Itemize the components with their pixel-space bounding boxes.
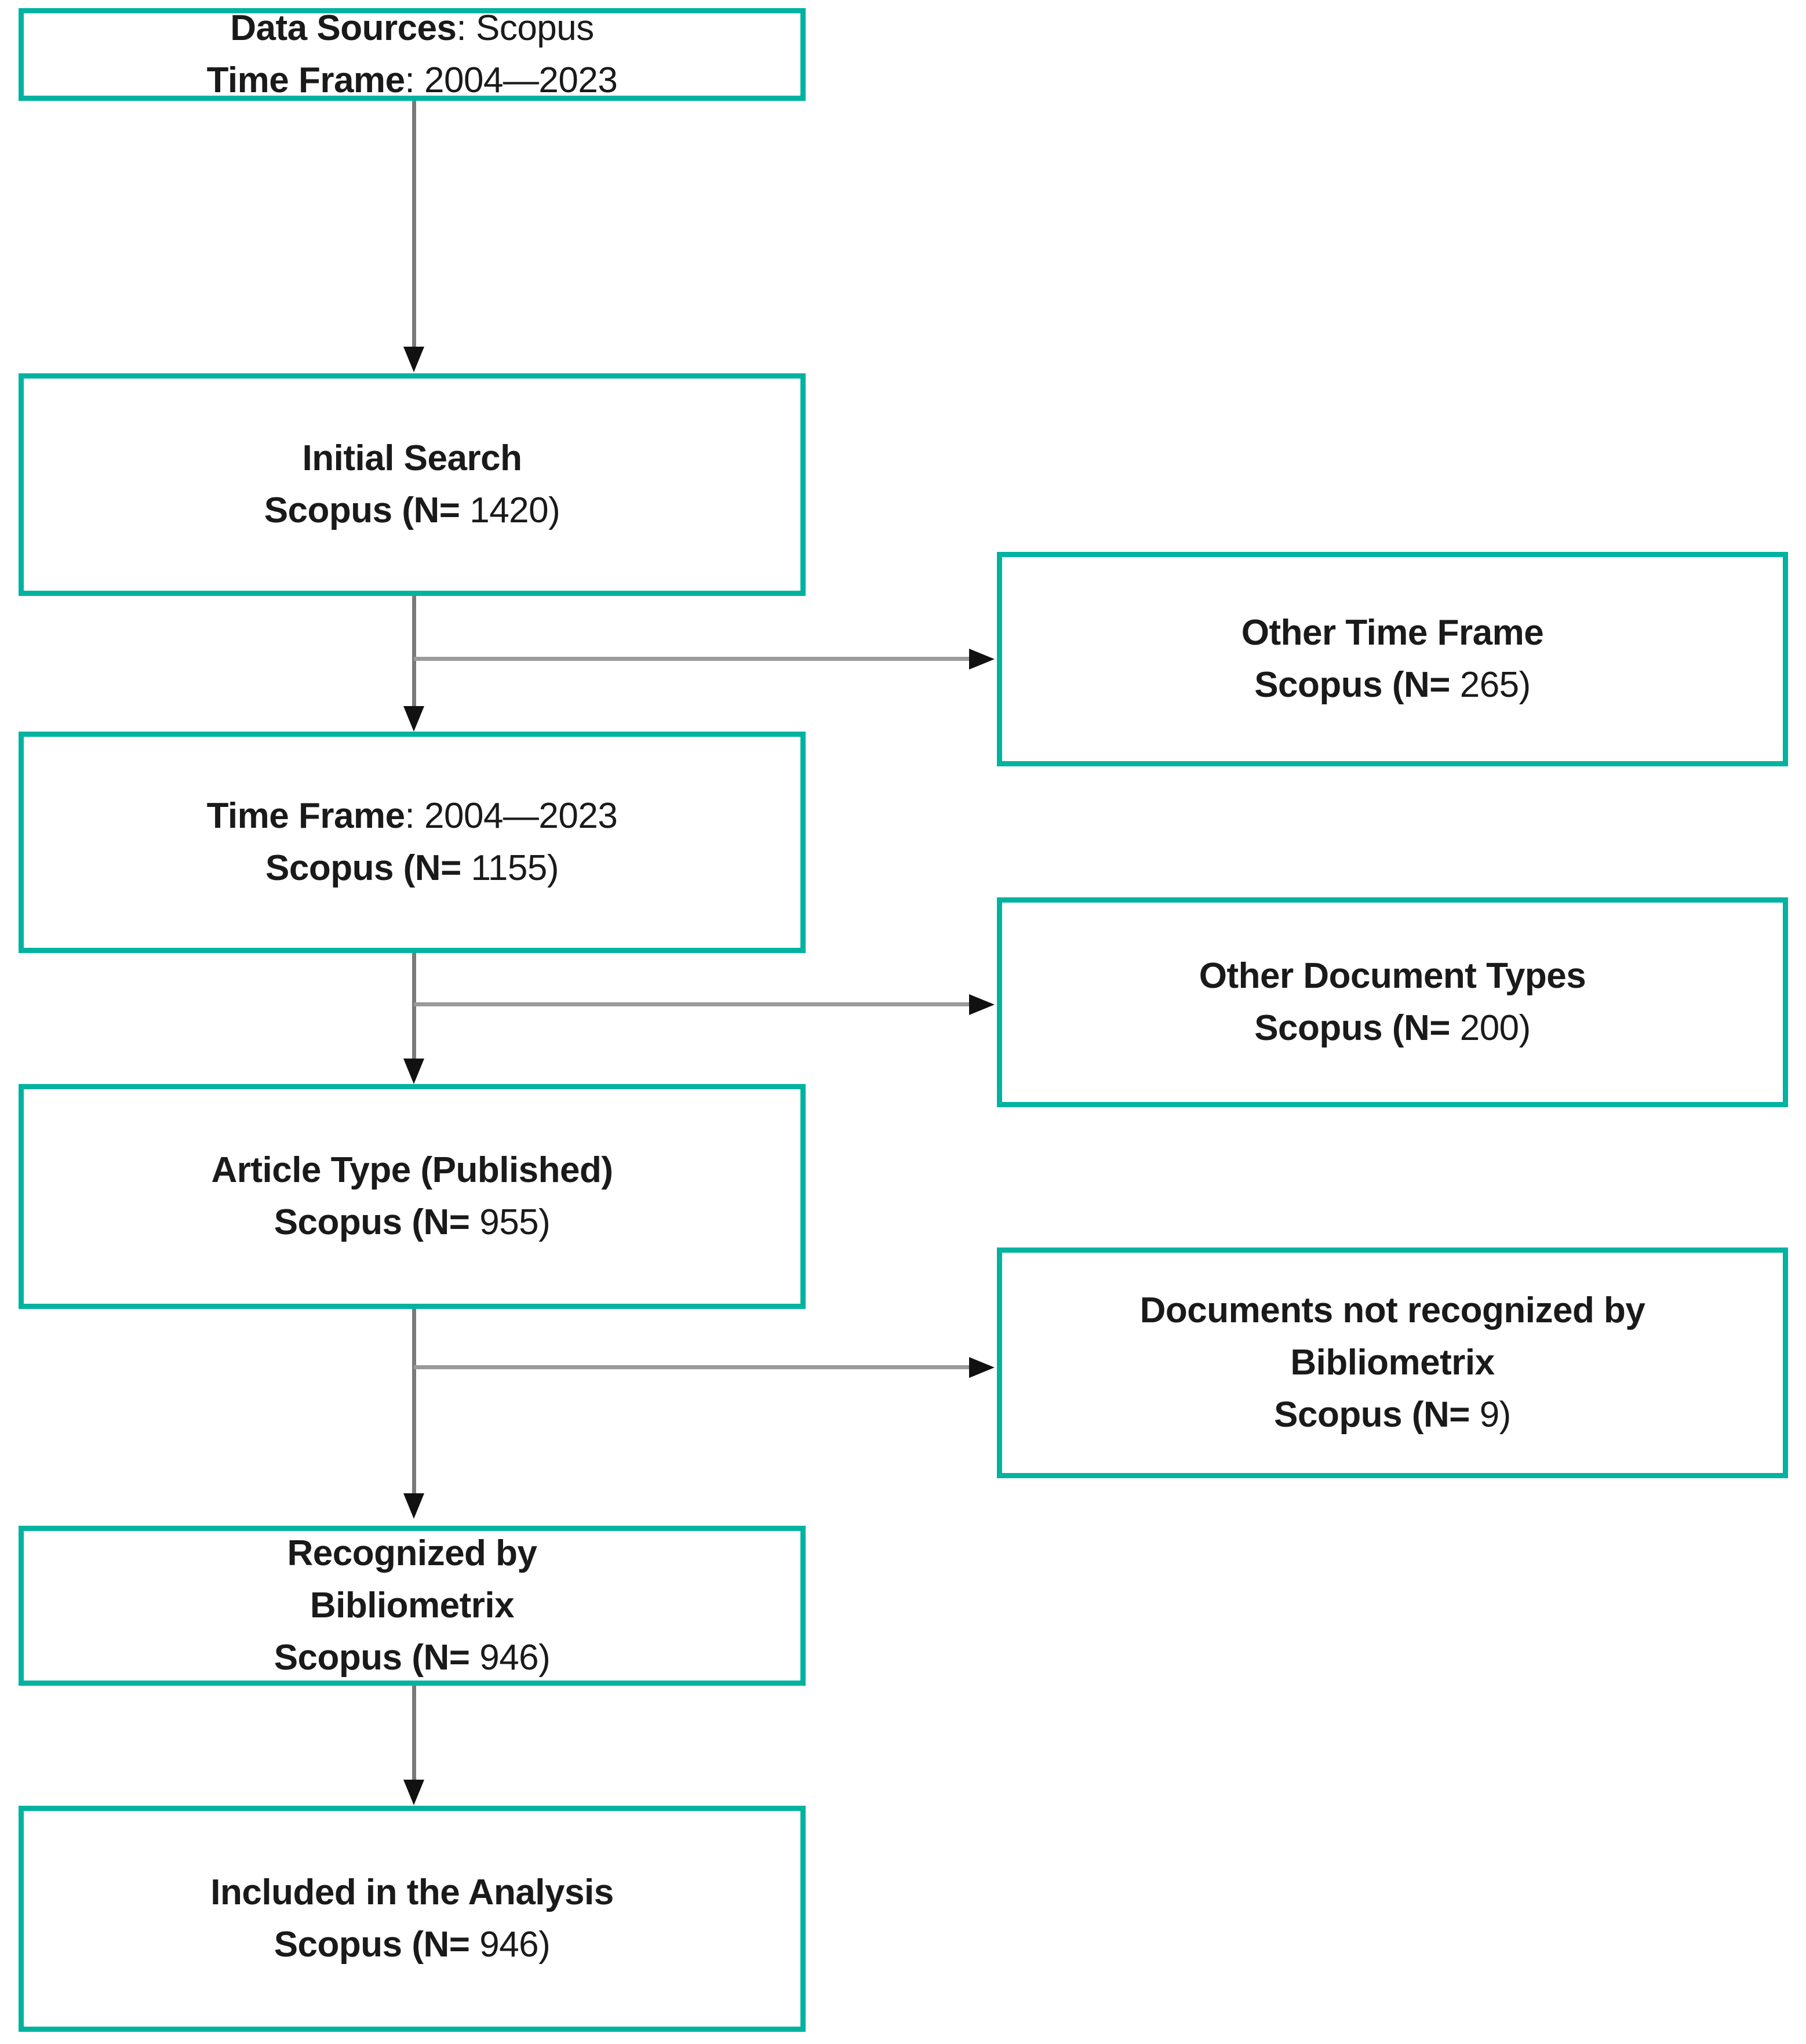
initial-search-line-2: Scopus (N= 1420) [264, 490, 560, 530]
arrowhead-other-document-types [969, 994, 995, 1015]
node-other-time-frame: Other Time Frame Scopus (N= 265) [997, 552, 1788, 766]
article-type-line-1: Article Type (Published) [211, 1150, 613, 1191]
data-sources-line-2: Time Frame: 2004—2023 [206, 60, 618, 100]
other-time-frame-line-2: Scopus (N= 265) [1254, 665, 1531, 705]
recognized-line-1: Recognized by [287, 1533, 537, 1574]
arrowhead-article-type-to-recognized [403, 1493, 424, 1519]
node-data-sources: Data Sources: Scopus Time Frame: 2004—20… [19, 8, 806, 101]
connector-time-frame-to-article-type [412, 953, 416, 1060]
connector-initial-search-to-time-frame [412, 596, 416, 707]
documents-not-recognized-line-2: Bibliometrix [1290, 1343, 1495, 1383]
arrowhead-time-frame-to-article-type [403, 1059, 424, 1084]
initial-search-line-1: Initial Search [302, 438, 522, 479]
other-document-types-line-1: Other Document Types [1199, 956, 1586, 996]
node-other-document-types: Other Document Types Scopus (N= 200) [997, 897, 1788, 1107]
other-time-frame-line-1: Other Time Frame [1241, 613, 1544, 653]
recognized-line-3: Scopus (N= 946) [274, 1637, 551, 1678]
article-type-line-2: Scopus (N= 955) [274, 1202, 551, 1242]
time-frame-line-2: Scopus (N= 1155) [265, 848, 559, 888]
node-documents-not-recognized: Documents not recognized by Bibliometrix… [997, 1248, 1788, 1478]
branch-line-other-time-frame [414, 657, 970, 661]
connector-article-type-to-recognized [412, 1309, 416, 1500]
arrowhead-other-time-frame [969, 649, 995, 670]
documents-not-recognized-line-3: Scopus (N= 9) [1274, 1394, 1511, 1435]
node-article-type: Article Type (Published) Scopus (N= 955) [19, 1084, 806, 1309]
data-sources-line-1: Data Sources: Scopus [230, 8, 594, 49]
included-line-2: Scopus (N= 946) [274, 1925, 551, 1965]
connector-data-sources-to-initial-search [412, 101, 416, 348]
node-included-in-analysis: Included in the Analysis Scopus (N= 946) [19, 1806, 806, 2032]
node-time-frame: Time Frame: 2004—2023 Scopus (N= 1155) [19, 732, 806, 953]
arrowhead-documents-not-recognized [969, 1357, 995, 1378]
node-initial-search: Initial Search Scopus (N= 1420) [19, 373, 806, 596]
other-document-types-line-2: Scopus (N= 200) [1254, 1008, 1531, 1048]
time-frame-line-1: Time Frame: 2004—2023 [206, 796, 618, 836]
arrowhead-data-sources-to-initial-search [403, 347, 424, 372]
branch-line-documents-not-recognized [414, 1365, 970, 1369]
connector-recognized-to-included [412, 1686, 416, 1785]
documents-not-recognized-line-1: Documents not recognized by [1139, 1290, 1645, 1331]
arrowhead-recognized-to-included [403, 1780, 424, 1805]
included-line-1: Included in the Analysis [210, 1872, 614, 1913]
recognized-line-2: Bibliometrix [310, 1585, 515, 1626]
branch-line-other-document-types [414, 1002, 970, 1006]
node-recognized-by-bibliometrix: Recognized by Bibliometrix Scopus (N= 94… [19, 1526, 806, 1686]
arrowhead-initial-search-to-time-frame [403, 706, 424, 732]
